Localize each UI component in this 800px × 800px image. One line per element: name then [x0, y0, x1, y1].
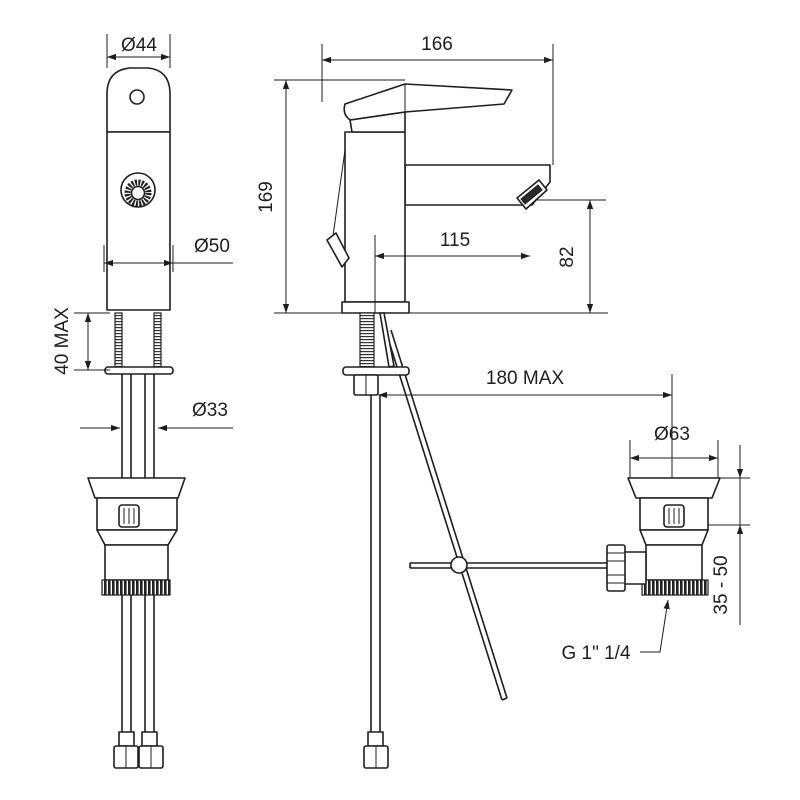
waste-body-lower: [104, 544, 169, 581]
rod-bracket: [379, 312, 395, 368]
popup-waste-front: [87, 477, 186, 596]
waste-range-label: 35 - 50: [711, 555, 732, 614]
aerator-face: [520, 184, 543, 205]
spout-reach-label: 115: [440, 230, 470, 251]
leader-line: [640, 599, 670, 653]
fixing-kit-side: [342, 312, 410, 396]
popup-rod-line: [332, 149, 346, 237]
dimension-rod-reach: 180 MAX: [378, 368, 673, 478]
dimension-total-height: 169: [256, 79, 405, 313]
popup-waste-side: [606, 477, 721, 596]
shank-diameter-label: Ø33: [192, 400, 228, 421]
rod-reach-label: 180 MAX: [486, 368, 564, 389]
lever-hole: [129, 89, 145, 105]
hose-crimp: [141, 731, 158, 747]
faucet-body: [106, 131, 171, 311]
pivot-housing: [623, 551, 647, 585]
fixing-kit-front: [104, 312, 174, 375]
thread-callout: G 1" 1/4: [561, 599, 670, 664]
waste-thread: [641, 579, 709, 596]
waste-thread: [101, 579, 171, 596]
waste-body-taper: [96, 529, 178, 546]
flexible-hose-side: [363, 395, 389, 769]
total-length-label: 166: [421, 34, 453, 55]
rod-edge: [390, 329, 508, 699]
dimension-base-diameter: Ø50: [103, 236, 233, 272]
pivot-rod: [409, 556, 610, 574]
dimension-waste-range: 35 - 50: [708, 445, 750, 625]
lever-handle: [343, 83, 513, 121]
aerator-ring: [124, 179, 152, 207]
ball-joint: [450, 556, 468, 574]
dimension-spout-reach: 115: [374, 230, 530, 313]
flange-diameter-label: Ø63: [654, 424, 690, 445]
rod-edge: [385, 331, 503, 701]
thread-label: G 1" 1/4: [561, 643, 630, 664]
aerator: [120, 172, 156, 208]
waste-body-lower: [645, 544, 703, 581]
waste-flange: [87, 477, 186, 499]
waste-side-view: Ø63 35 - 50: [561, 424, 750, 664]
threaded-rod: [114, 312, 123, 369]
dimension-flange-diameter: Ø63: [629, 424, 719, 478]
spout-height-label: 82: [557, 246, 578, 267]
shank: [359, 312, 375, 369]
threaded-rod: [153, 312, 162, 369]
dimension-head-diameter: Ø44: [106, 34, 171, 68]
side-view: 166 169 115: [256, 34, 673, 769]
fixing-plate: [104, 366, 174, 375]
waste-flange: [627, 477, 721, 499]
fixing-plate: [342, 366, 410, 376]
dimension-deck-thickness: 40 MAX: [52, 307, 110, 375]
popup-knob: [326, 232, 350, 268]
pivot-nut: [606, 544, 626, 592]
faucet-body-side: [326, 83, 551, 314]
head-diameter-label: Ø44: [121, 35, 157, 56]
dimension-total-length: 166: [321, 34, 554, 165]
aerator-inner: [130, 185, 146, 201]
base-diameter-label: Ø50: [194, 236, 230, 257]
dimension-spout-height: 82: [535, 199, 606, 313]
hose-crimp: [367, 731, 384, 747]
rod-end: [501, 697, 508, 701]
faucet-body-front: [106, 67, 171, 311]
hose-crimp: [118, 731, 135, 747]
total-height-label: 169: [256, 181, 277, 213]
front-view: Ø44 Ø50: [52, 34, 233, 769]
deck-thickness-label: 40 MAX: [52, 307, 73, 375]
waste-body-taper: [639, 529, 709, 546]
dimension-shank-diameter: Ø33: [80, 400, 233, 432]
